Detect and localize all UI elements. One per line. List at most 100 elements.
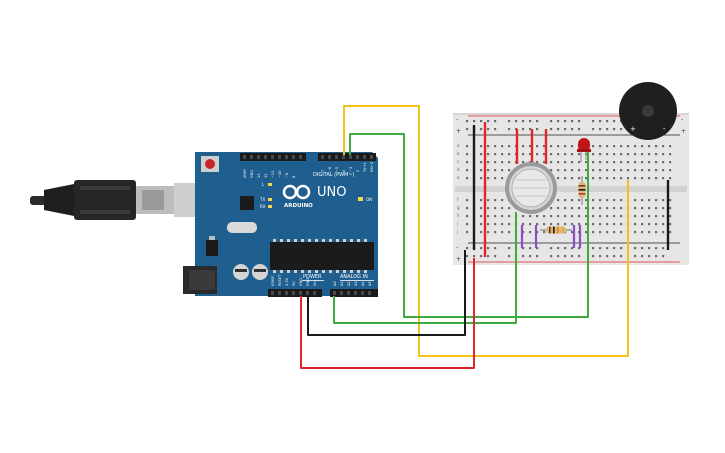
breadboard-hole <box>529 215 532 218</box>
breadboard-hole <box>613 145 616 148</box>
digital-label: DIGITAL (PWM~) <box>313 172 355 178</box>
breadboard-hole <box>641 145 644 148</box>
rail-hole <box>480 128 483 131</box>
breadboard-hole <box>606 153 609 156</box>
breadboard-hole <box>501 223 504 226</box>
usb-chip <box>240 196 254 210</box>
gas-sensor[interactable] <box>505 162 557 214</box>
breadboard-hole <box>662 207 665 210</box>
piezo-buzzer[interactable]: + - <box>619 82 677 140</box>
breadboard-hole <box>655 177 658 180</box>
breadboard-hole <box>620 199 623 202</box>
breadboard-hole <box>655 223 658 226</box>
breadboard-hole <box>564 177 567 180</box>
pin-label-11: ~11 <box>271 171 275 178</box>
pin-label-6: ~6 <box>328 167 332 172</box>
breadboard-hole <box>655 231 658 234</box>
breadboard-hole <box>627 161 630 164</box>
rail-hole <box>550 247 553 250</box>
breadboard-hole <box>529 145 532 148</box>
resistor-vertical[interactable] <box>578 176 586 205</box>
resistor-horizontal[interactable] <box>540 226 572 234</box>
pin-label-9: ~9 <box>285 173 289 178</box>
breadboard-hole <box>613 207 616 210</box>
breadboard-hole <box>536 223 539 226</box>
breadboard-hole <box>550 223 553 226</box>
breadboard-hole <box>564 161 567 164</box>
rail-hole <box>599 255 602 258</box>
breadboard-hole <box>557 223 560 226</box>
breadboard-hole <box>550 215 553 218</box>
breadboard-hole <box>571 231 574 234</box>
breadboard-hole <box>571 199 574 202</box>
breadboard-hole <box>501 145 504 148</box>
breadboard-hole <box>620 177 623 180</box>
breadboard-hole <box>641 199 644 202</box>
breadboard-hole <box>543 145 546 148</box>
rail-hole <box>655 247 658 250</box>
breadboard-hole <box>522 215 525 218</box>
breadboard-hole <box>466 177 469 180</box>
rail-hole <box>557 247 560 250</box>
breadboard-hole <box>634 169 637 172</box>
breadboard-hole <box>557 215 560 218</box>
breadboard-hole <box>606 231 609 234</box>
breadboard-hole <box>480 231 483 234</box>
red-led[interactable] <box>577 138 591 162</box>
breadboard-hole <box>641 177 644 180</box>
rail-hole <box>634 247 637 250</box>
breadboard-hole <box>522 223 525 226</box>
pin-label-2: 2 <box>356 170 360 172</box>
pin-label-a1: A1 <box>340 281 344 286</box>
breadboard-hole <box>613 215 616 218</box>
rail-hole <box>487 120 490 123</box>
breadboard-hole <box>501 161 504 164</box>
breadboard-hole <box>487 223 490 226</box>
rail-hole <box>508 128 511 131</box>
row-letter-f: f <box>457 197 459 202</box>
rail-hole <box>550 128 553 131</box>
breadboard-hole <box>487 231 490 234</box>
rail-hole <box>557 128 560 131</box>
breadboard-hole <box>662 231 665 234</box>
breadboard-hole <box>501 177 504 180</box>
rail-hole <box>466 255 469 258</box>
breadboard-hole <box>669 231 672 234</box>
breadboard-hole <box>620 161 623 164</box>
capacitors <box>233 264 268 280</box>
rail-hole <box>550 255 553 258</box>
breadboard-hole <box>564 215 567 218</box>
breadboard-hole <box>501 215 504 218</box>
breadboard-hole <box>571 207 574 210</box>
breadboard-hole <box>592 161 595 164</box>
breadboard-hole <box>571 153 574 156</box>
rail-hole <box>536 120 539 123</box>
breadboard-hole <box>620 223 623 226</box>
rail-hole <box>564 247 567 250</box>
breadboard-hole <box>487 199 490 202</box>
breadboard-hole <box>571 215 574 218</box>
buzzer-plus-label: + <box>630 125 636 133</box>
breadboard-hole <box>571 177 574 180</box>
breadboard-hole <box>599 223 602 226</box>
rail-hole <box>599 247 602 250</box>
breadboard-hole <box>480 161 483 164</box>
breadboard-hole <box>634 153 637 156</box>
breadboard-hole <box>599 161 602 164</box>
breadboard-hole <box>655 215 658 218</box>
breadboard-hole <box>634 223 637 226</box>
breadboard-hole <box>669 207 672 210</box>
arduino-uno-board[interactable]: AREF GND 13 12 ~11 ~10 ~9 8 7 ~6 ~5 4 ~3… <box>183 152 378 297</box>
breadboard-hole <box>508 223 511 226</box>
breadboard-hole <box>466 223 469 226</box>
rx-led-label: RX <box>260 204 266 209</box>
pin-label-gnd: GND <box>250 170 254 178</box>
breadboard[interactable]: - + - + - + a b c d e f g h i j <box>453 113 689 265</box>
breadboard-hole <box>592 207 595 210</box>
breadboard-hole <box>585 177 588 180</box>
pin-label-vin: Vin <box>313 280 317 286</box>
breadboard-hole <box>550 145 553 148</box>
rail-hole <box>606 255 609 258</box>
breadboard-hole <box>648 177 651 180</box>
rail-hole <box>480 255 483 258</box>
